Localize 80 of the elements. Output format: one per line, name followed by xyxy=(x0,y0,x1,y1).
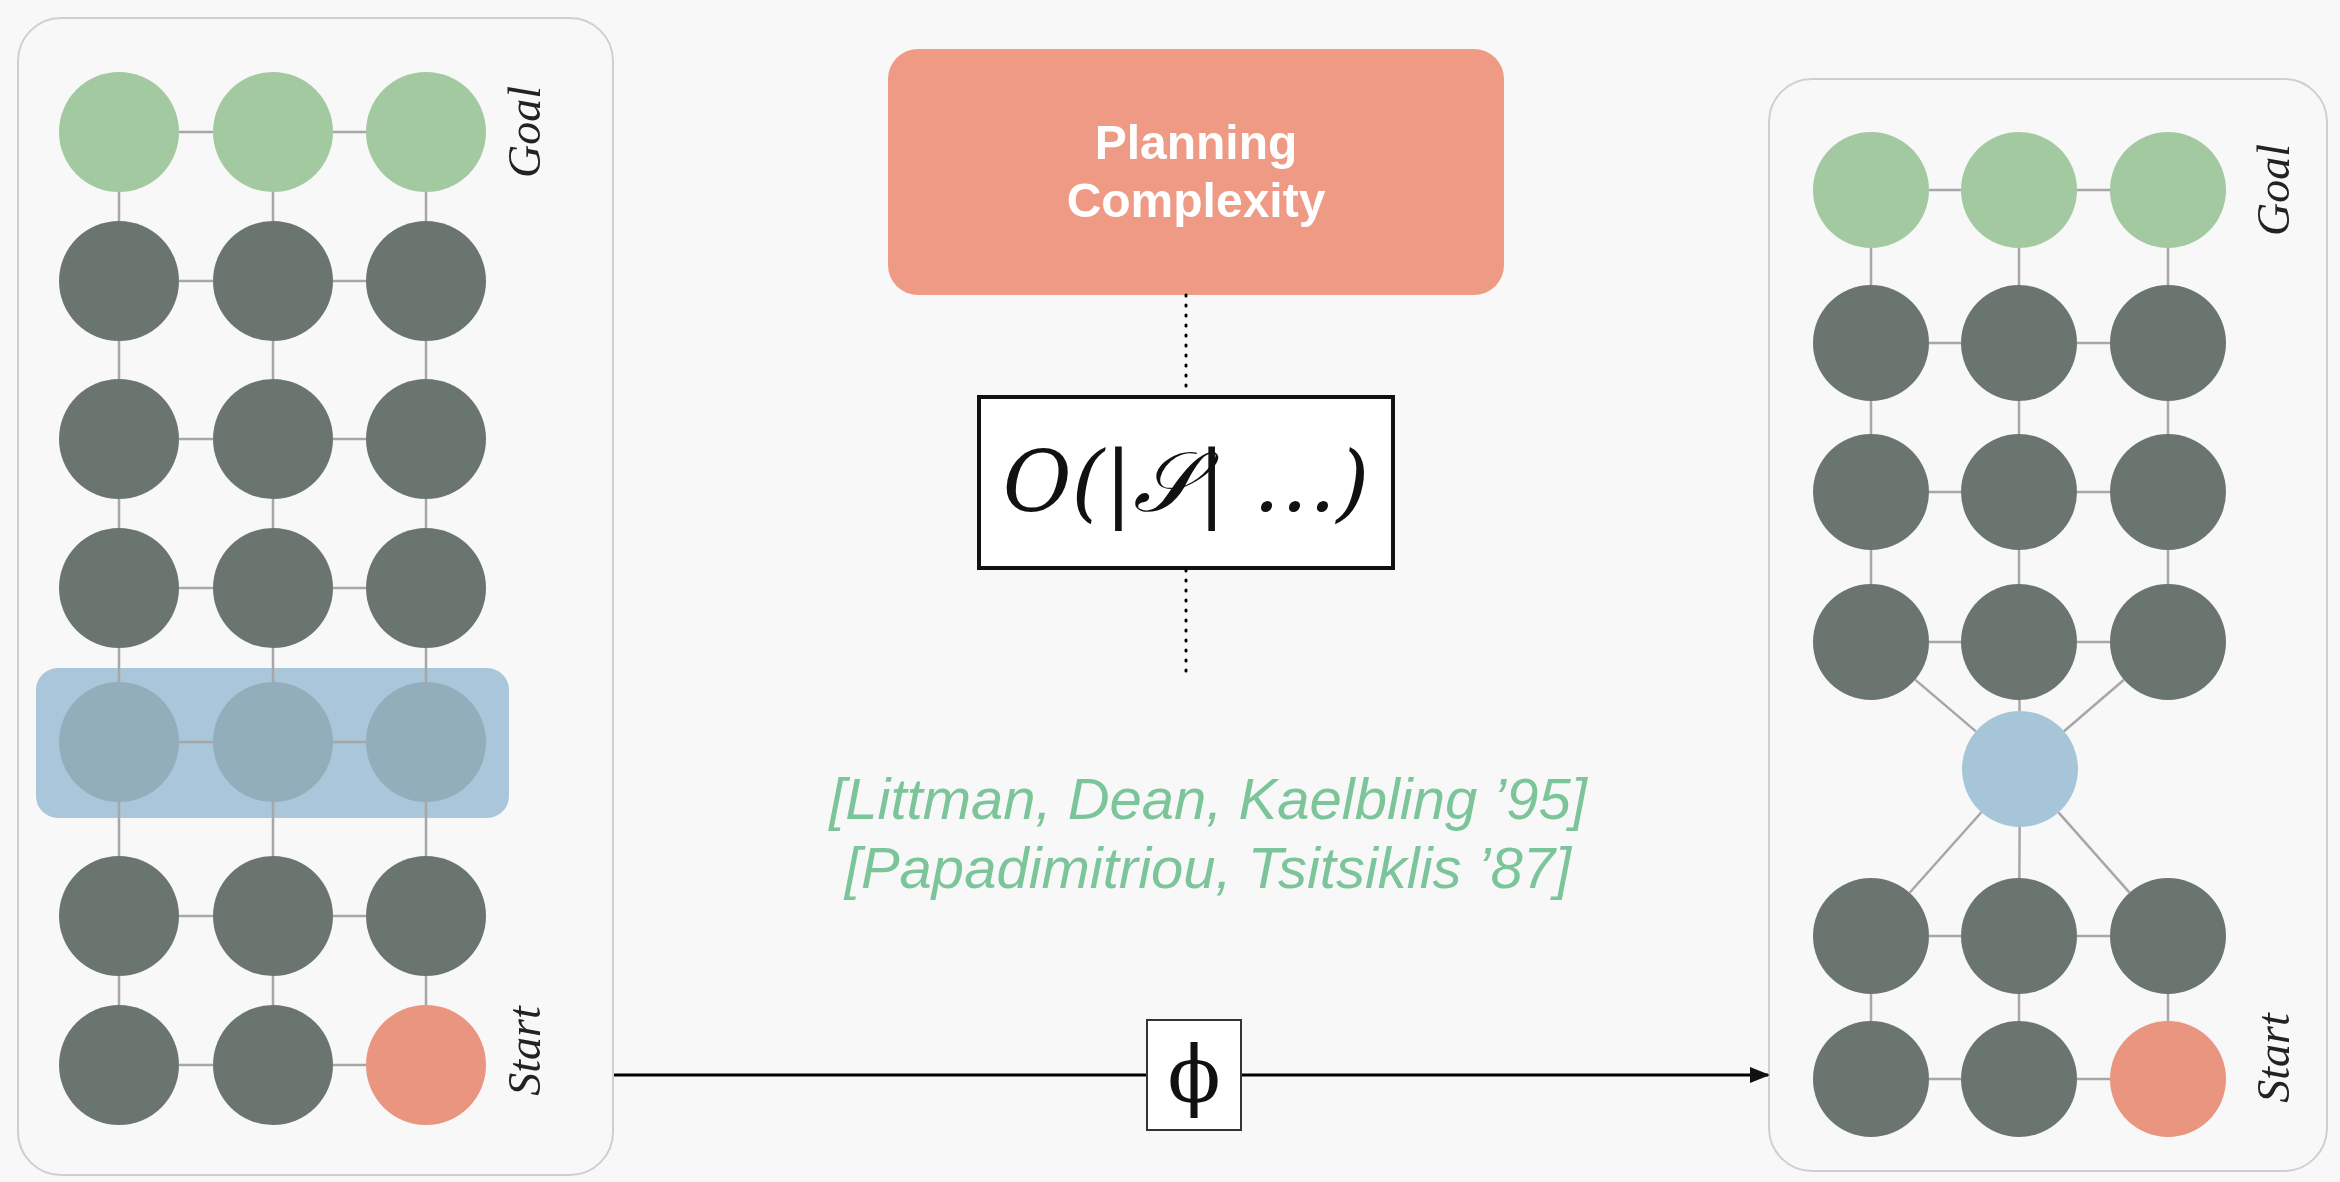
citation: [Littman, Dean, Kaelbling ’95] xyxy=(829,765,1587,834)
phi-box xyxy=(1146,1019,1242,1131)
connector-line xyxy=(2018,700,2021,711)
connector-line xyxy=(117,976,121,1005)
connector-line xyxy=(333,437,366,441)
connector-line xyxy=(424,802,428,856)
connector-line xyxy=(424,192,428,221)
connector-line xyxy=(1929,1077,1961,1081)
connector-line xyxy=(2077,640,2110,644)
connector-line xyxy=(614,1073,1146,1077)
connector-line xyxy=(179,1063,213,1067)
connector-line xyxy=(1929,490,1961,494)
connector-line xyxy=(424,976,428,1005)
connector-line xyxy=(333,1063,366,1067)
grid-world-panel xyxy=(1768,78,2328,1172)
connector-line xyxy=(424,648,428,682)
arrow xyxy=(1242,1067,1770,1083)
connector-line xyxy=(179,914,213,918)
highlight-band xyxy=(36,668,509,818)
connector-line xyxy=(117,499,121,528)
connector-line xyxy=(271,976,275,1005)
connector-line xyxy=(333,914,366,918)
connector-line xyxy=(179,586,213,590)
complexity-formula-box xyxy=(977,395,1395,570)
connector-line xyxy=(179,130,213,134)
connector-line xyxy=(1869,550,1873,584)
connector-line xyxy=(2018,827,2021,878)
connector-line xyxy=(333,279,366,283)
dotted-connector xyxy=(1184,568,1188,674)
connector-line xyxy=(117,341,121,379)
connector-line xyxy=(2166,248,2170,285)
connector-line xyxy=(271,499,275,528)
connector-line xyxy=(2017,248,2021,285)
connector-line xyxy=(424,499,428,528)
citation: [Papadimitriou, Tsitsiklis ’87] xyxy=(844,833,1572,902)
connector-line xyxy=(2077,934,2110,938)
start-label: Start xyxy=(497,1006,551,1096)
connector-line xyxy=(2166,550,2170,584)
goal-label: Goal xyxy=(2246,144,2300,236)
connector-line xyxy=(2057,811,2131,894)
connector-line xyxy=(271,648,275,682)
connector-line xyxy=(1929,188,1961,192)
connector-line xyxy=(2077,341,2110,345)
connector-line xyxy=(424,341,428,379)
connector-line xyxy=(2166,401,2170,434)
connector-line xyxy=(1929,341,1961,345)
connector-line xyxy=(271,341,275,379)
goal-label: Goal xyxy=(497,86,551,178)
grid-world-panel xyxy=(17,17,614,1176)
connector-line xyxy=(117,648,121,682)
connector-line xyxy=(2063,678,2125,733)
connector-line xyxy=(179,437,213,441)
connector-line xyxy=(333,586,366,590)
connector-line xyxy=(179,740,213,744)
connector-line xyxy=(271,192,275,221)
start-label: Start xyxy=(2246,1013,2300,1103)
connector-line xyxy=(2017,550,2021,584)
connector-line xyxy=(2166,994,2170,1021)
connector-line xyxy=(271,802,275,856)
connector-line xyxy=(117,192,121,221)
connector-line xyxy=(1929,934,1961,938)
connector-line xyxy=(2077,188,2110,192)
connector-line xyxy=(2017,401,2021,434)
phi-symbol: ϕ xyxy=(1167,1030,1221,1120)
planning-complexity-box xyxy=(888,49,1504,295)
box-title: Planning Complexity xyxy=(1065,115,1327,229)
connector-line xyxy=(333,740,366,744)
connector-line xyxy=(2077,490,2110,494)
connector-line xyxy=(1914,678,1977,733)
connector-line xyxy=(1869,248,1873,285)
connector-line xyxy=(2017,994,2021,1021)
connector-line xyxy=(1869,401,1873,434)
connector-line xyxy=(179,279,213,283)
complexity-formula: O(|𝒮| …) xyxy=(1002,433,1370,532)
connector-line xyxy=(2077,1077,2110,1081)
connector-line xyxy=(1869,994,1873,1021)
connector-line xyxy=(333,130,366,134)
connector-line xyxy=(1929,640,1961,644)
connector-line xyxy=(1908,811,1983,894)
connector-line xyxy=(117,802,121,856)
